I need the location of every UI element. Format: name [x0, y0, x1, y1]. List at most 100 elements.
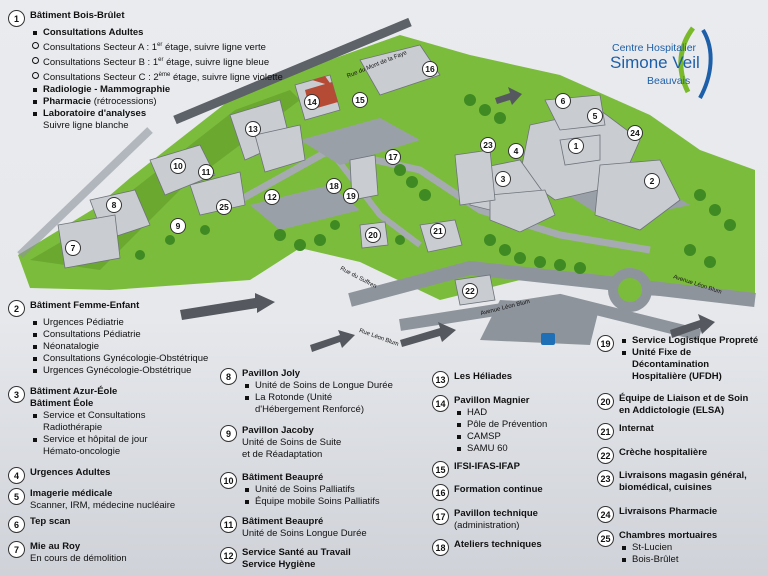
legend-title: Service Hygiène [242, 559, 316, 570]
legend-entry-15: 15 IFSI-IFAS-IFAP [432, 461, 520, 478]
legend-title: IFSI-IFAS-IFAP [454, 461, 520, 472]
logo-line-1: Centre Hospitalier [612, 42, 697, 54]
legend-text: Suivre ligne blanche [43, 120, 129, 132]
legend-entry-17: 17 Pavillon technique (administration) [432, 508, 538, 532]
legend-num: 13 [432, 371, 449, 388]
legend-num: 18 [432, 539, 449, 556]
legend-title: Tep scan [30, 516, 71, 527]
map-label-19[interactable]: 19 [343, 188, 359, 204]
map-label-5[interactable]: 5 [587, 108, 603, 124]
map-label-1[interactable]: 1 [568, 138, 584, 154]
legend-item: Urgences Gynécologie-Obstétrique [30, 365, 208, 377]
legend-num: 19 [597, 335, 614, 352]
legend-title: Pavillon Magnier [454, 395, 530, 406]
legend-item: La Rotonde (Unité [242, 392, 393, 404]
legend-item: Unité de Soins Palliatifs [242, 484, 380, 496]
legend-item: Néonatalogie [30, 341, 208, 353]
parking-sign [541, 333, 555, 345]
legend-item: Unité de Soins de Longue Durée [242, 380, 393, 392]
map-label-10[interactable]: 10 [170, 158, 186, 174]
map-label-25[interactable]: 25 [216, 199, 232, 215]
map-label-2[interactable]: 2 [644, 173, 660, 189]
map-label-18[interactable]: 18 [326, 178, 342, 194]
legend-title: Bâtiment Beaupré [242, 516, 324, 527]
map-label-13[interactable]: 13 [245, 121, 261, 137]
legend-num: 16 [432, 484, 449, 501]
parking-lot-1 [300, 118, 420, 165]
legend-item: Radiologie - Mammographie [30, 84, 283, 96]
map-label-22[interactable]: 22 [462, 283, 478, 299]
legend-num: 2 [8, 300, 25, 317]
exit-arrow-2 [310, 330, 355, 352]
legend-item: Consultations Gynécologie-Obstétrique [30, 353, 208, 365]
map-label-3[interactable]: 3 [495, 171, 511, 187]
map-label-17[interactable]: 17 [385, 149, 401, 165]
legend-title: Service Santé au Travail [242, 547, 351, 558]
road-west [17, 127, 153, 258]
legend-entry-11: 11 Bâtiment Beaupré Unité de Soins Longu… [220, 516, 367, 540]
map-label-14[interactable]: 14 [304, 94, 320, 110]
legend-item: Hémato-oncologie [43, 446, 121, 457]
logo-swoosh-blue [698, 28, 713, 99]
legend-entry-12: 12 Service Santé au Travail Service Hygi… [220, 547, 351, 571]
legend-num: 8 [220, 368, 237, 385]
legend-entry-10: 10 Bâtiment Beaupré Unité de Soins Palli… [220, 472, 380, 508]
legend-entry-19: 19 Service Logistique Propreté Unité Fix… [597, 335, 758, 383]
legend-item: Unité Fixe de [619, 347, 758, 359]
map-label-21[interactable]: 21 [430, 223, 446, 239]
parking-lot-3 [250, 185, 360, 230]
legend-num: 15 [432, 461, 449, 478]
legend-title: Crèche hospitalière [619, 447, 708, 458]
legend-item: Laboratoire d'analyses [30, 108, 283, 120]
legend-item: Bois-Brûlet [619, 554, 717, 566]
roundabout-center [618, 278, 642, 302]
legend-item: Pôle de Prévention [454, 419, 547, 431]
map-label-12[interactable]: 12 [264, 189, 280, 205]
road-top [173, 17, 412, 125]
legend-title: Pavillon Joly [242, 368, 301, 379]
map-label-9[interactable]: 9 [170, 218, 186, 234]
legend-num: 23 [597, 470, 614, 487]
legend-item: Urgences Pédiatrie [30, 317, 208, 329]
legend-entry-23: 23 Livraisons magasin général, biomédica… [597, 470, 747, 494]
map-label-16[interactable]: 16 [422, 61, 438, 77]
map-label-15[interactable]: 15 [352, 92, 368, 108]
legend-title: Bâtiment Éole [30, 398, 94, 409]
legend-num: 11 [220, 516, 237, 533]
hospital-logo: Centre Hospitalier Simone Veil Beauvais [607, 22, 757, 107]
legend-num: 1 [8, 10, 25, 27]
map-label-20[interactable]: 20 [365, 227, 381, 243]
map-label-23[interactable]: 23 [480, 137, 496, 153]
exit-arrow-3 [400, 322, 456, 347]
legend-num: 24 [597, 506, 614, 523]
legend-title: Imagerie médicale [30, 488, 113, 499]
map-label-24[interactable]: 24 [627, 125, 643, 141]
legend-title: Pavillon technique [454, 508, 538, 519]
legend-num: 22 [597, 447, 614, 464]
legend-item: Décontamination [632, 359, 710, 370]
legend-text: Unité de Soins Longue Durée [242, 528, 367, 539]
legend-num: 9 [220, 425, 237, 442]
legend-item: d'Hébergement Renforcé) [255, 404, 365, 415]
legend-entry-25: 25 Chambres mortuaires St-Lucien Bois-Br… [597, 530, 717, 566]
legend-num: 21 [597, 423, 614, 440]
legend-entry-14: 14 Pavillon Magnier HAD Pôle de Préventi… [432, 395, 547, 455]
legend-item: Service Logistique Propreté [619, 335, 758, 347]
legend-title: Bâtiment Azur-Éole [30, 386, 118, 397]
map-label-6[interactable]: 6 [555, 93, 571, 109]
legend-item: St-Lucien [619, 542, 717, 554]
map-label-7[interactable]: 7 [65, 240, 81, 256]
legend-item: Pharmacie (rétrocessions) [30, 96, 283, 108]
map-label-11[interactable]: 11 [198, 164, 214, 180]
legend-item: Service et hôpital de jour [30, 434, 148, 446]
exit-arrow-1 [180, 293, 275, 320]
map-label-4[interactable]: 4 [508, 143, 524, 159]
exit-arrow-4 [495, 87, 522, 105]
legend-num: 4 [8, 467, 25, 484]
legend-num: 12 [220, 547, 237, 564]
map-label-8[interactable]: 8 [106, 197, 122, 213]
